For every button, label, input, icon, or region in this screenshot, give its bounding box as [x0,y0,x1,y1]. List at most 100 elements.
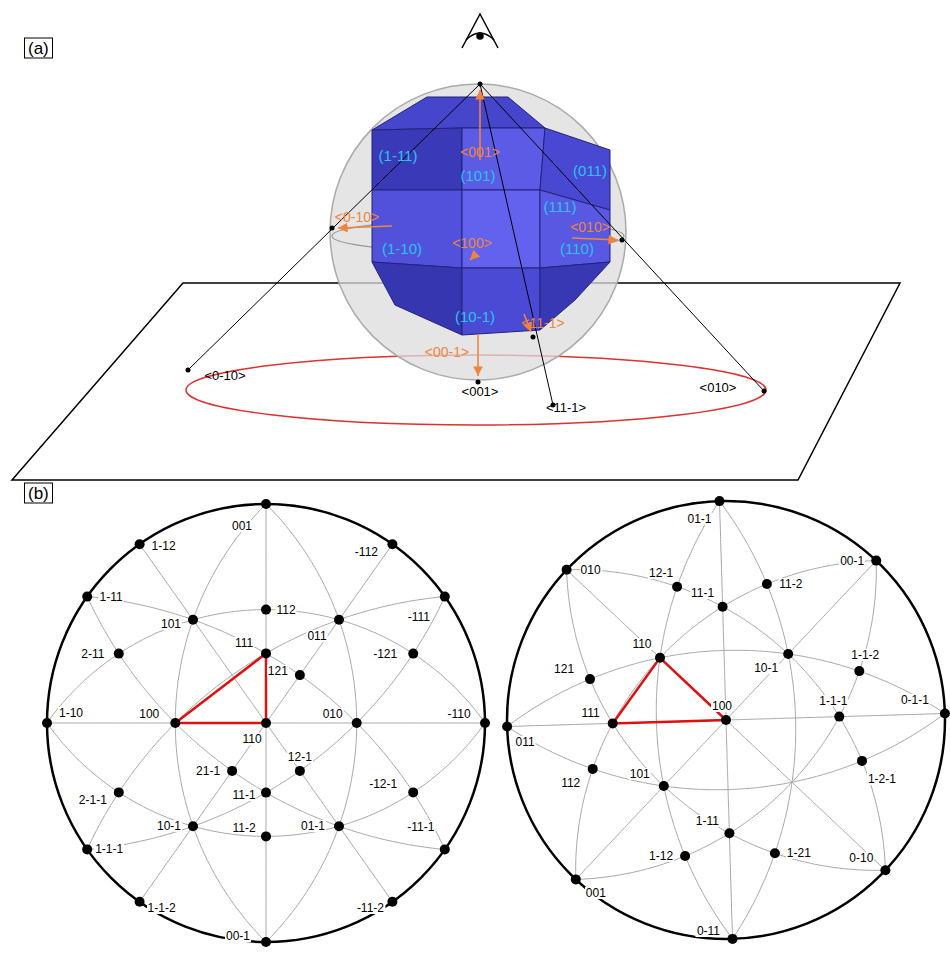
pole-dot [480,718,490,728]
pole-label: 11-1 [690,587,715,599]
pole-label: 112 [560,777,581,789]
direction-label: <00-1> [425,345,469,359]
pole-label: 1-2-1 [867,773,897,785]
pole-dot [261,831,271,841]
pole-label: 001 [231,520,253,532]
pole-label: -112 [354,546,379,558]
pole-dot [680,851,690,861]
projection-ray [188,84,764,405]
pole-label: 0-10 [848,852,874,864]
direction-label: <001> [460,145,500,159]
pole-dot [857,756,867,766]
face-label: (1-11) [379,148,418,163]
pole-dot [227,766,237,776]
great-circle [88,597,443,847]
pole-dot [783,649,793,659]
pole-label: 10-1 [156,820,182,832]
pole-dot [408,649,418,659]
great-circle [175,504,266,942]
pole-label: 101 [629,768,651,780]
pole-dot [608,718,618,728]
pole-dot [588,764,598,774]
pole-dot [880,865,890,875]
great-circle [507,501,945,939]
pole-label: -11-2 [356,902,385,914]
reference-sphere [330,84,626,380]
great-circle [140,544,393,902]
pole-label: -11-1 [406,821,435,833]
direction-label: <001> [462,385,499,398]
pole-dot [672,582,682,592]
pole-label: 10-1 [753,662,779,674]
pole-label: 11-2 [778,578,803,590]
pole-dot [585,674,595,684]
pole-dot [854,666,864,676]
great-circle [47,504,485,942]
great-circle [507,650,945,726]
pole-dot [352,718,362,728]
pole-label: 11-2 [231,822,256,834]
direction-label: <010> [700,381,737,394]
pole-label: -110 [446,708,471,720]
pole-dot [114,649,124,659]
great-circle [576,561,877,880]
pole-label: 121 [267,665,289,677]
great-circle [576,561,877,880]
face-label: (011) [573,163,607,178]
pole-dot [261,648,271,658]
pole-label: 00-1 [225,930,251,942]
pole-dot [655,653,665,663]
pole-dot [170,718,180,728]
direction-label: <010> [570,220,610,234]
great-circle [720,501,796,939]
projection-plane [12,283,900,480]
pole-dot [762,579,772,589]
direction-label: <100> [452,236,492,250]
pole-dot [562,565,572,575]
pole-label: 1-21 [786,847,812,859]
great-circle [507,714,945,790]
direction-label: <0-10> [204,369,245,382]
pole-label: -111 [407,611,431,623]
pole-label: 01-1 [686,513,712,525]
pole-label: 010 [322,708,344,720]
panel-label: (a) [24,38,53,59]
pole-label: 011 [515,736,536,748]
primitive-circle [507,501,945,939]
pole-label: 12-1 [648,567,674,579]
pole-label: 110 [241,733,262,745]
standard-triangle [613,658,726,724]
pole-dot [715,496,725,506]
great-circle [140,544,393,902]
pole-dot [295,766,305,776]
pole-dot [261,499,271,509]
pole-label: 112 [275,604,296,616]
primitive-circle [47,504,485,942]
face-label: (1-10) [382,241,422,256]
pole-dot [295,670,305,680]
great-circle [88,599,443,849]
direction-label: <0-10> [335,210,379,224]
pole-dot [261,937,271,947]
pole-label: 00-1 [839,555,865,567]
pole-dot [721,715,731,725]
pole-dot [135,539,145,549]
pole-label: -12-1 [368,778,398,790]
pole-dot [724,828,734,838]
pole-dot [834,712,844,722]
great-circle [47,723,485,836]
pole-label: 12-1 [287,751,313,763]
face-label: (101) [460,168,495,183]
pole-label: 111 [234,637,254,649]
pole-label: 100 [711,700,733,712]
pole-label: -121 [372,648,398,660]
pole-label: 21-1 [195,765,221,777]
pole-dot [871,556,881,566]
pole-dot [718,602,728,612]
panel-label: (b) [24,483,53,504]
pole-label: 101 [160,618,182,630]
pole-label: 2-11 [80,648,105,660]
pole-label: 0-11 [696,925,721,937]
pole-label: 121 [553,663,575,675]
pole-dot [334,821,344,831]
